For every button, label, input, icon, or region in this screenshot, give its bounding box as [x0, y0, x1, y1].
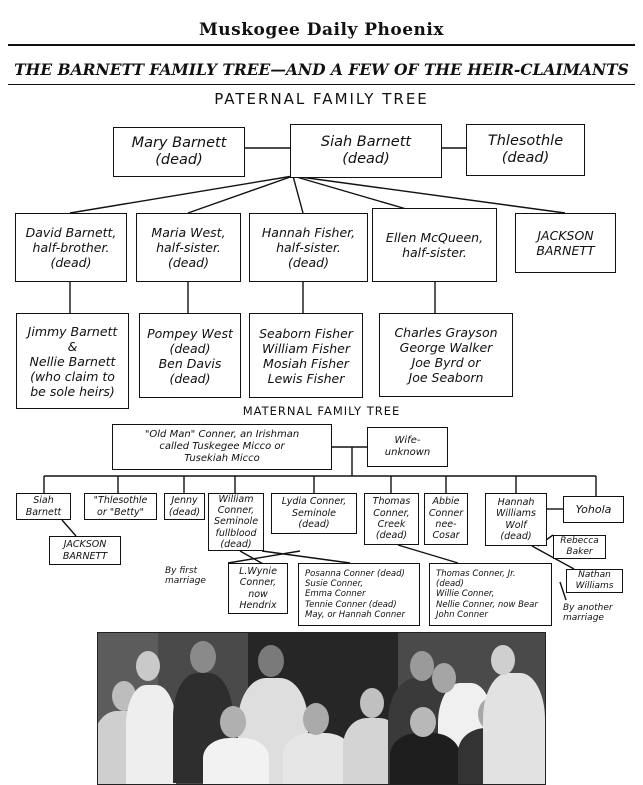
- old-man-conner-box: "Old Man" Conner, an Irishman called Tus…: [112, 424, 332, 470]
- maternal-jackson-barnett-box: JACKSON BARNETT: [49, 536, 121, 565]
- posanna-conner-box: Posanna Conner (dead) Susie Conner, Emma…: [298, 563, 420, 626]
- nathan-williams-box: Nathan Williams: [566, 569, 623, 593]
- maria-west-box: Maria West, half-sister. (dead): [136, 213, 241, 282]
- seaborn-fisher-box: Seaborn Fisher William Fisher Mosiah Fis…: [249, 313, 363, 398]
- maternal-heading: MATERNAL FAMILY TREE: [242, 404, 401, 418]
- headline: THE BARNETT FAMILY TREE—AND A FEW OF THE…: [14, 60, 629, 79]
- siah-barnett-box: Siah Barnett (dead): [290, 124, 442, 178]
- yohola-box: Yohola: [563, 496, 624, 523]
- ellen-mcqueen-box: Ellen McQueen, half-sister.: [372, 208, 497, 282]
- maternal-siah-barnett-box: Siah Barnett: [16, 493, 71, 520]
- hannah-fisher-box: Hannah Fisher, half-sister. (dead): [249, 213, 368, 282]
- abbie-conner-box: Abbie Conner nee- Cosar: [424, 493, 468, 545]
- david-barnett-box: David Barnett, half-brother. (dead): [15, 213, 127, 282]
- wife-unknown-box: Wife- unknown: [367, 427, 448, 467]
- masthead-rule: [8, 44, 635, 46]
- charles-grayson-box: Charles Grayson George Walker Joe Byrd o…: [379, 313, 513, 397]
- headline-rule: [8, 84, 635, 85]
- pompey-west-box: Pompey West (dead) Ben Davis (dead): [139, 313, 241, 398]
- thlesothle-box: Thlesothle (dead): [466, 124, 585, 176]
- heir-claimants-photo: [97, 632, 546, 785]
- jenny-box: Jenny (dead): [164, 493, 205, 520]
- jimmy-nellie-barnett-box: Jimmy Barnett & Nellie Barnett (who clai…: [16, 313, 129, 409]
- thomas-conner-jr-box: Thomas Conner, Jr. (dead) Willie Conner,…: [429, 563, 552, 626]
- thomas-conner-box: Thomas Conner, Creek (dead): [364, 493, 419, 545]
- lydia-conner-box: Lydia Conner, Seminole (dead): [271, 493, 357, 534]
- by-first-marriage-note: By first marriage: [165, 566, 206, 587]
- maternal-thlesothle-box: "Thlesothle or "Betty": [84, 493, 157, 520]
- rebecca-baker-box: Rebecca Baker: [553, 535, 606, 559]
- hannah-williams-wolf-box: Hannah Williams Wolf (dead): [485, 493, 547, 546]
- newspaper-masthead: Muskogee Daily Phoenix: [198, 20, 445, 40]
- by-another-marriage-note: By another marriage: [563, 603, 613, 624]
- wynie-conner-box: L.Wynie Conner, now Hendrix: [228, 563, 288, 614]
- paternal-heading: PATERNAL FAMILY TREE: [214, 90, 429, 108]
- jackson-barnett-box: JACKSON BARNETT: [515, 213, 616, 273]
- william-conner-box: William Conner, Seminole fullblood (dead…: [208, 493, 264, 551]
- mary-barnett-box: Mary Barnett (dead): [113, 127, 245, 177]
